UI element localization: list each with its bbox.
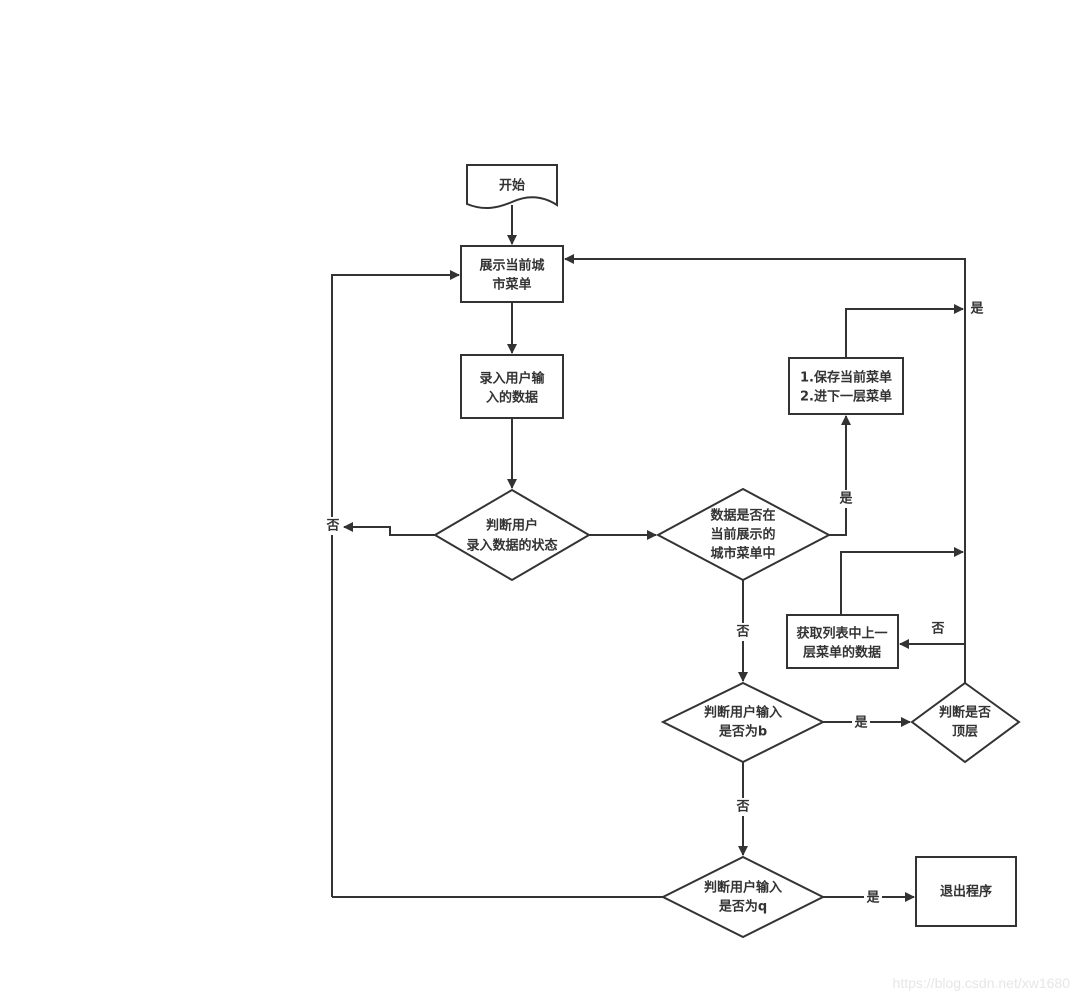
node-exit: 退出程序 — [915, 856, 1017, 927]
edge-label-in-menu-no: 否 — [735, 625, 749, 640]
node-record-input: 录入用户输 入的数据 — [460, 354, 564, 419]
node-is-top: 判断是否 顶层 — [910, 681, 1021, 764]
node-check-state-line-1: 判断用户 — [486, 518, 538, 534]
edge-label-is-top-no: 否 — [930, 622, 944, 637]
edge-check-state-no — [343, 522, 435, 536]
node-is-q: 判断用户输入 是否为q — [660, 855, 826, 939]
edge-label-is-q-yes: 是 — [865, 891, 880, 906]
node-is-b: 判断用户输入 是否为b — [660, 681, 826, 764]
node-is-top-line-2: 顶层 — [952, 725, 978, 740]
edge-label-in-menu-yes: 是 — [838, 492, 853, 507]
edge-get-parent-to-right — [840, 547, 964, 615]
node-check-state-line-2: 录入数据的状态 — [466, 538, 557, 554]
node-record-input-line-2: 入的数据 — [486, 390, 538, 406]
node-save-enter: 1.保存当前菜单 2.进下一层菜单 — [788, 357, 904, 415]
edge-save-enter-to-right — [845, 304, 964, 358]
node-exit-label: 退出程序 — [940, 884, 992, 900]
edge-left-loop-to-show-menu — [331, 270, 460, 897]
node-is-b-line-1: 判断用户输入 — [704, 705, 782, 721]
edge-in-menu-to-save-enter — [829, 415, 851, 536]
node-show-menu-line-1: 展示当前城 — [479, 258, 544, 274]
edge-label-is-b-no: 否 — [735, 800, 749, 815]
edge-label-check-state-no: 否 — [325, 519, 339, 534]
node-in-menu-line-3: 城市菜单中 — [710, 546, 775, 562]
node-get-parent-line-2: 层菜单的数据 — [803, 645, 881, 661]
node-save-enter-line-2: 2.进下一层菜单 — [800, 389, 892, 405]
node-get-parent: 获取列表中上一 层菜单的数据 — [786, 614, 899, 669]
node-record-input-line-1: 录入用户输 — [479, 371, 545, 387]
node-is-top-line-1: 判断是否 — [939, 705, 991, 721]
node-in-menu: 数据是否在 当前展示的 城市菜单中 — [655, 487, 832, 582]
node-is-b-line-2: 是否为b — [718, 724, 767, 740]
node-check-state: 判断用户 录入数据的状态 — [433, 488, 591, 582]
node-in-menu-line-1: 数据是否在 — [710, 508, 775, 524]
node-start-label: 开始 — [499, 178, 525, 194]
edge-label-is-b-yes: 是 — [853, 716, 868, 731]
watermark: https://blog.csdn.net/xw1680 — [892, 975, 1070, 991]
node-is-q-line-2: 是否为q — [718, 899, 767, 915]
node-show-menu-line-2: 市菜单 — [492, 277, 531, 293]
node-save-enter-line-1: 1.保存当前菜单 — [800, 370, 892, 386]
node-in-menu-line-2: 当前展示的 — [710, 527, 775, 543]
node-show-menu: 展示当前城 市菜单 — [460, 245, 564, 303]
node-is-q-line-1: 判断用户输入 — [704, 880, 782, 896]
node-get-parent-line-1: 获取列表中上一 — [796, 626, 887, 642]
edge-right-loop-to-show-menu — [564, 254, 966, 683]
node-start: 开始 — [466, 164, 558, 210]
edge-label-save-enter-yes: 是 — [969, 302, 984, 317]
